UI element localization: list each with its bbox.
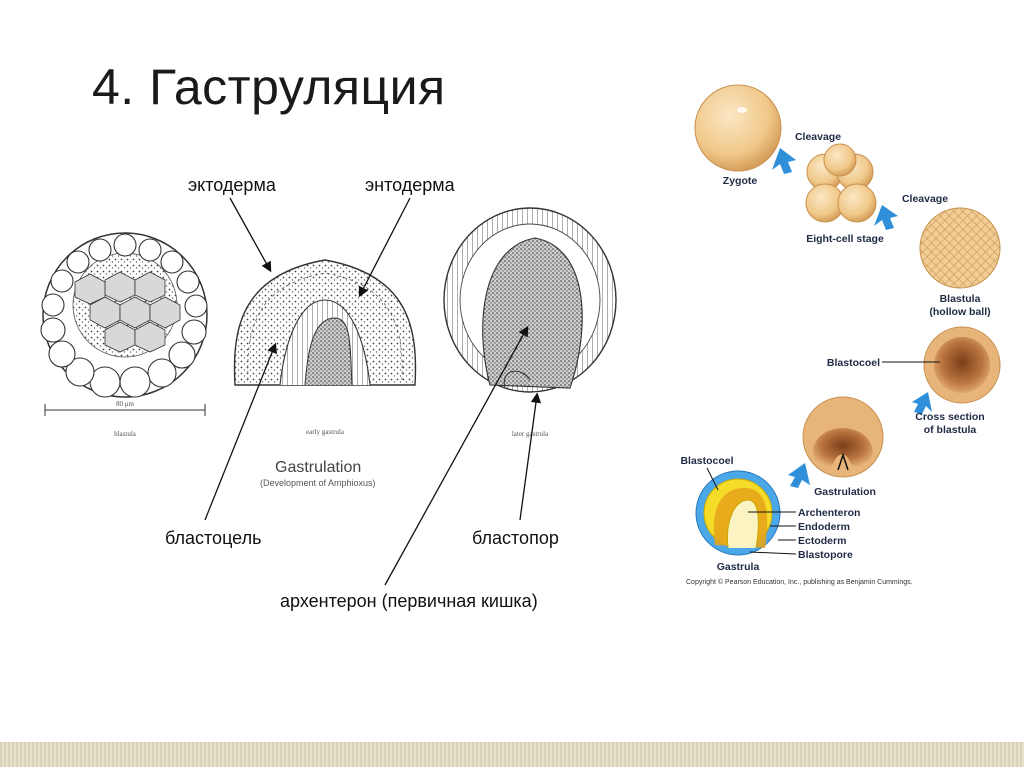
blastula-drawing: 80 μm blastula bbox=[40, 232, 208, 438]
scale-label: 80 μm bbox=[116, 400, 135, 408]
arrow-cleavage-1 bbox=[772, 148, 796, 174]
blastopore-label: Blastopore bbox=[798, 549, 853, 561]
blastula-label: Blastula bbox=[940, 293, 981, 305]
blastula-caption: blastula bbox=[114, 430, 137, 438]
archenteron-label: Archenteron bbox=[798, 507, 860, 519]
footer-texture-bar bbox=[0, 742, 1024, 767]
label-blastopore: бластопор bbox=[472, 528, 559, 548]
hollow-ball-label: (hollow ball) bbox=[929, 306, 990, 318]
development-caption: (Development of Amphioxus) bbox=[260, 478, 376, 488]
cleavage-label-1: Cleavage bbox=[795, 131, 841, 143]
page-title: 4. Гаструляция bbox=[92, 59, 446, 115]
gastrulation-caption: Gastrulation bbox=[275, 459, 361, 476]
label-archenteron: архентерон (первичная кишка) bbox=[280, 591, 538, 611]
development-stages-diagram: Zygote Cleavage Eight-cell stage Cleavag… bbox=[680, 84, 1001, 586]
arrow-cleavage-2 bbox=[874, 205, 898, 230]
gastrulation-label: Gastrulation bbox=[814, 486, 876, 498]
endoderm-label: Endoderm bbox=[798, 521, 850, 533]
label-blastocoel: бластоцель bbox=[165, 528, 261, 548]
eight-cell-label: Eight-cell stage bbox=[806, 233, 884, 245]
early-gastrula-caption: early gastrula bbox=[306, 428, 345, 436]
arrow-cross-section bbox=[912, 392, 932, 414]
ectoderm-label: Ectoderm bbox=[798, 535, 846, 547]
label-ectoderm: эктодерма bbox=[188, 175, 277, 195]
eight-cell-embryo bbox=[805, 143, 877, 223]
label-endoderm: энтодерма bbox=[365, 175, 456, 195]
arrow-gastrulation bbox=[788, 463, 810, 488]
blastocoel-bottom-label: Blastocoel bbox=[680, 455, 733, 467]
leader-lines bbox=[204, 197, 542, 586]
gastrula-label: Gastrula bbox=[717, 561, 760, 573]
blastocoel-top-label: Blastocoel bbox=[827, 357, 880, 369]
cross-section-label: Cross section bbox=[915, 411, 984, 423]
gastrula-cross-section bbox=[695, 470, 781, 556]
gastrulation-embryo bbox=[802, 396, 884, 478]
early-gastrula-drawing: early gastrula bbox=[233, 259, 417, 436]
later-gastrula-caption: later gastrula bbox=[512, 430, 549, 438]
zygote-label: Zygote bbox=[723, 175, 758, 187]
of-blastula-label: of blastula bbox=[924, 424, 977, 436]
cleavage-label-2: Cleavage bbox=[902, 193, 948, 205]
later-gastrula-drawing: later gastrula bbox=[443, 207, 617, 438]
copyright-text: Copyright © Pearson Education, Inc., pub… bbox=[686, 578, 913, 586]
